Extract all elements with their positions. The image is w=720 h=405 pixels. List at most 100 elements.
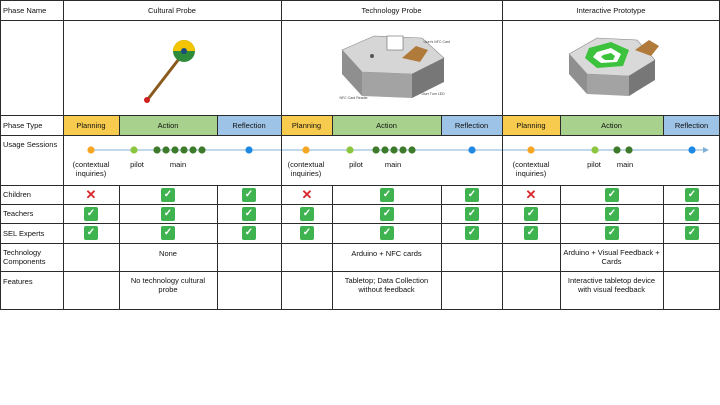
grid-line <box>0 0 1 309</box>
nfc-card-label: User's NFC Card <box>423 39 451 44</box>
session-main-dot <box>390 146 398 154</box>
check-icon: ✓ <box>161 206 175 221</box>
session-main-dot <box>171 146 179 154</box>
session-reflection-dot <box>468 146 476 154</box>
cross-icon: ✕ <box>301 186 313 202</box>
phase-type-planning: Planning <box>281 115 332 135</box>
grid-line <box>0 115 720 116</box>
tech-components-technology: Arduino + NFC cards <box>351 249 422 258</box>
grid-line <box>63 0 64 309</box>
grid-line <box>0 0 720 1</box>
grid-line <box>441 185 442 309</box>
session-pilot-dot <box>130 146 138 154</box>
pilot-label: pilot <box>130 160 144 169</box>
check-icon: ✓ <box>84 206 98 221</box>
wand-icon <box>144 39 195 103</box>
timeline-arrow <box>703 147 709 153</box>
planning-note: (contextual inquiries) <box>72 160 110 178</box>
check-icon: ✓ <box>380 226 394 240</box>
cross-icon: ✕ <box>525 186 537 202</box>
phase-type-action: Action <box>119 115 217 135</box>
check-icon: ✓ <box>242 187 256 202</box>
technology-probe-image: User's NFC Card NFC Card Reader User Tur… <box>281 20 502 115</box>
session-main-dot <box>399 146 407 154</box>
check-icon: ✓ <box>465 206 479 221</box>
session-pilot-dot <box>346 146 354 154</box>
phase-type-action: Action <box>560 115 663 135</box>
grid-line <box>560 115 561 135</box>
grid-line <box>332 115 333 135</box>
row-label-technology-components: Technology Components <box>3 248 46 266</box>
cross-icon: ✕ <box>85 186 97 202</box>
check-icon: ✓ <box>300 226 314 240</box>
session-main-dot <box>198 146 206 154</box>
check-icon: ✓ <box>605 226 619 240</box>
header-interactive-prototype: Interactive Prototype <box>576 5 646 15</box>
check-icon: ✓ <box>605 187 619 202</box>
planning-note: (contextual inquiries) <box>287 160 325 178</box>
grid-line <box>0 135 720 136</box>
features-cultural: No technology cultural probe <box>130 276 206 294</box>
check-icon: ✓ <box>465 226 479 240</box>
session-main-dot <box>189 146 197 154</box>
session-pilot-dot <box>591 146 599 154</box>
grid-line <box>0 223 720 224</box>
phase-type-planning: Planning <box>63 115 119 135</box>
cultural-probe-image <box>63 20 281 115</box>
grid-line <box>0 309 720 310</box>
features-technology: Tabletop; Data Collection without feedba… <box>344 276 429 294</box>
session-reflection-dot <box>245 146 253 154</box>
check-icon: ✓ <box>524 226 538 240</box>
check-icon: ✓ <box>161 226 175 240</box>
check-icon: ✓ <box>524 206 538 221</box>
row-label-sel-experts: SEL Experts <box>3 228 45 238</box>
tabletop-device-icon <box>340 35 445 98</box>
session-main-dot <box>162 146 170 154</box>
phase-type-reflection: Reflection <box>441 115 502 135</box>
check-icon: ✓ <box>242 206 256 221</box>
grid-line <box>663 115 664 135</box>
grid-line <box>560 185 561 309</box>
header-phase-name: Phase Name <box>3 5 47 15</box>
grid-line <box>332 185 333 309</box>
grid-line <box>217 115 218 135</box>
check-icon: ✓ <box>300 206 314 221</box>
check-icon: ✓ <box>161 187 175 202</box>
grid-line <box>119 185 120 309</box>
header-cultural-probe: Cultural Probe <box>148 5 196 15</box>
grid-line <box>119 115 120 135</box>
row-label-teachers: Teachers <box>3 209 34 218</box>
grid-line <box>217 185 218 309</box>
row-label-phase-type: Phase Type <box>3 120 43 130</box>
check-icon: ✓ <box>605 206 619 221</box>
session-main-dot <box>625 146 633 154</box>
session-planning-dot <box>87 146 95 154</box>
check-icon: ✓ <box>685 187 699 202</box>
check-icon: ✓ <box>84 226 98 240</box>
session-main-dot <box>613 146 621 154</box>
interactive-prototype-image <box>502 20 720 115</box>
main-label: main <box>384 160 402 169</box>
main-label: main <box>169 160 187 169</box>
grid-line <box>0 243 720 244</box>
check-icon: ✓ <box>242 226 256 240</box>
row-label-features: Features <box>3 277 33 286</box>
row-label-usage-sessions: Usage Sessions <box>3 140 58 149</box>
row-label-children: Children <box>3 190 31 199</box>
session-main-dot <box>408 146 416 154</box>
user-turn-label: User Turn LED <box>421 91 445 96</box>
grid-line <box>441 115 442 135</box>
check-icon: ✓ <box>685 206 699 221</box>
planning-note: (contextual inquiries) <box>512 160 550 178</box>
pilot-label: pilot <box>349 160 363 169</box>
interactive-tabletop-icon <box>568 37 659 96</box>
grid-line <box>0 204 720 205</box>
grid-line <box>281 0 282 309</box>
check-icon: ✓ <box>685 226 699 240</box>
tech-components-cultural: None <box>159 249 177 258</box>
header-technology-probe: Technology Probe <box>361 5 422 15</box>
pilot-label: pilot <box>587 160 601 169</box>
phase-type-planning: Planning <box>502 115 560 135</box>
grid-line <box>502 0 503 309</box>
main-label: main <box>616 160 634 169</box>
